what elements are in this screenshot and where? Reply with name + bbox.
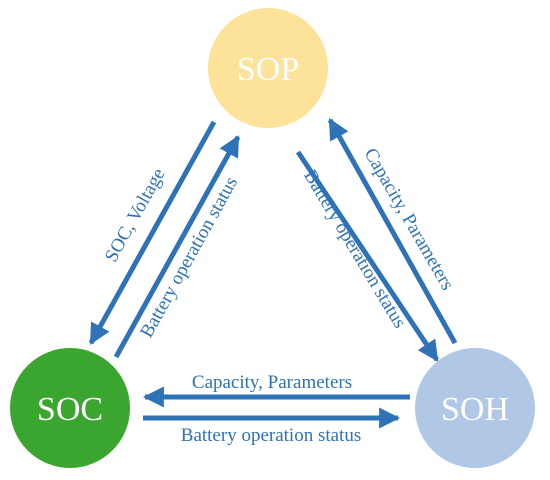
- arrow-sop-to-soc: [88, 120, 217, 345]
- node-soh-circle: [415, 348, 535, 468]
- node-sop-circle: [208, 8, 328, 128]
- node-soc: SOC: [10, 348, 130, 468]
- arrow-sop-to-soh: [295, 150, 440, 362]
- edge-label-soh-to-soc: Capacity, Parameters: [192, 372, 352, 393]
- node-soh-label: SOH: [441, 391, 509, 428]
- node-sop-label: SOP: [237, 51, 299, 88]
- arrow-soc-to-sop: [113, 135, 241, 359]
- node-soc-label: SOC: [37, 391, 103, 428]
- edge-label-soc-to-soh: Battery operation status: [181, 425, 361, 446]
- node-soh: SOH: [415, 348, 535, 468]
- arrow-soh-to-sop: [327, 118, 458, 345]
- node-sop: SOP: [208, 8, 328, 128]
- node-soc-circle: [10, 348, 130, 468]
